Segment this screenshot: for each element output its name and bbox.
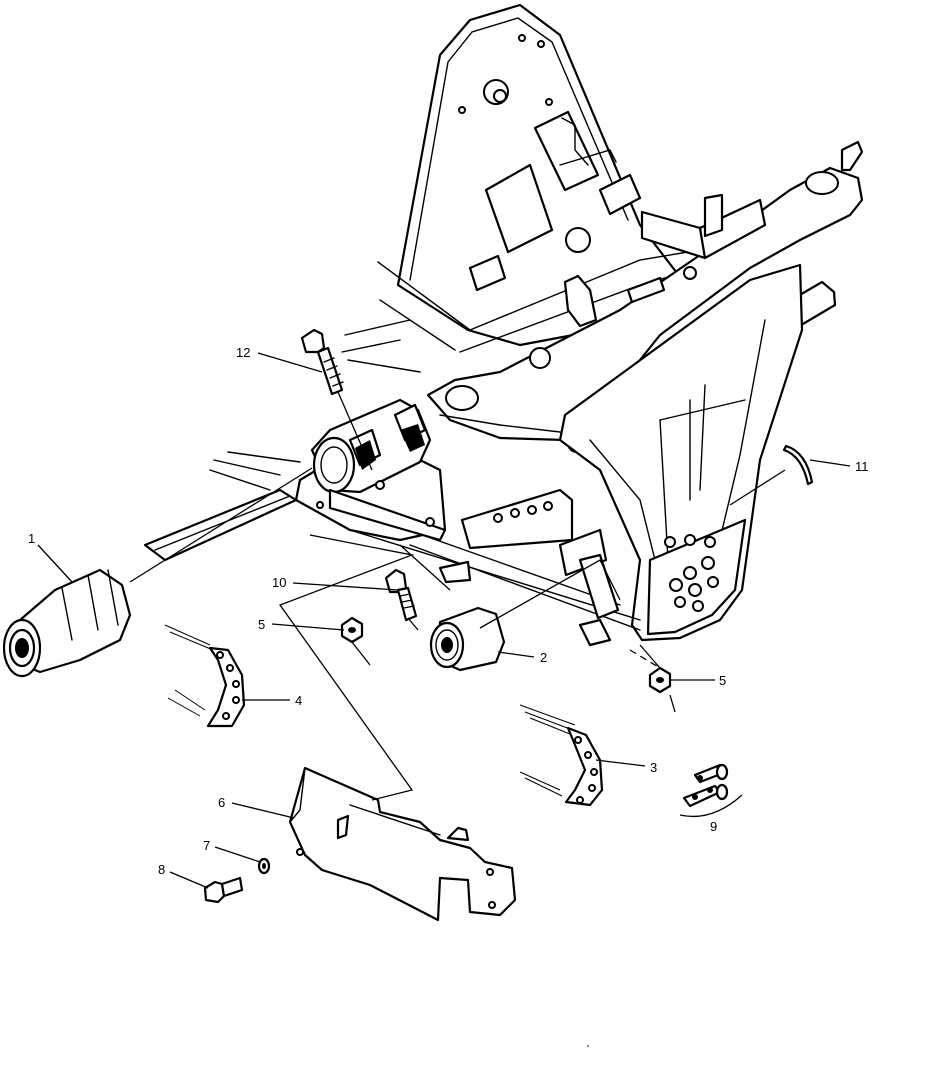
- callout-4: 4: [295, 693, 302, 708]
- part-11-clip: [782, 444, 814, 486]
- callout-1: 1: [28, 531, 35, 546]
- callout-10: 10: [272, 575, 286, 590]
- part-5-nut-right: [648, 666, 672, 694]
- callout-5-right: 5: [719, 673, 726, 688]
- callout-leaders: [37, 352, 851, 889]
- callout-9: 9: [710, 819, 717, 834]
- part-1-drive-roller: [2, 568, 132, 678]
- callout-11: 11: [855, 459, 869, 474]
- callout-6: 6: [218, 795, 225, 810]
- part-5-nut-left: [340, 616, 364, 644]
- callout-labels: 1 2 3 4 5 5 6 7 8 9 10 11 12: [28, 345, 869, 877]
- callout-2: 2: [540, 650, 547, 665]
- upper-cross-arm: [426, 140, 864, 442]
- part-12-bolt: [300, 328, 344, 396]
- part-8-bolt: [203, 876, 244, 904]
- callout-3: 3: [650, 760, 657, 775]
- lower-frame-members: [143, 451, 641, 631]
- part-9-master-link: [679, 763, 743, 818]
- callout-7: 7: [203, 838, 210, 853]
- speck: [587, 1045, 589, 1047]
- callout-12: 12: [236, 345, 250, 360]
- exploded-view-lines: [129, 391, 786, 801]
- bulkhead-plate: [396, 3, 692, 347]
- pivot-housing: [310, 398, 447, 542]
- front-skid-frame: [558, 263, 804, 647]
- part-3-chain: [519, 704, 604, 807]
- callout-5-left: 5: [258, 617, 265, 632]
- part-7-washer: [257, 857, 271, 875]
- part-2-roller: [429, 606, 506, 672]
- callout-8: 8: [158, 862, 165, 877]
- part-10-bolt: [384, 568, 418, 622]
- part-6-bracket: [288, 766, 517, 922]
- part-4-chain: [164, 624, 246, 728]
